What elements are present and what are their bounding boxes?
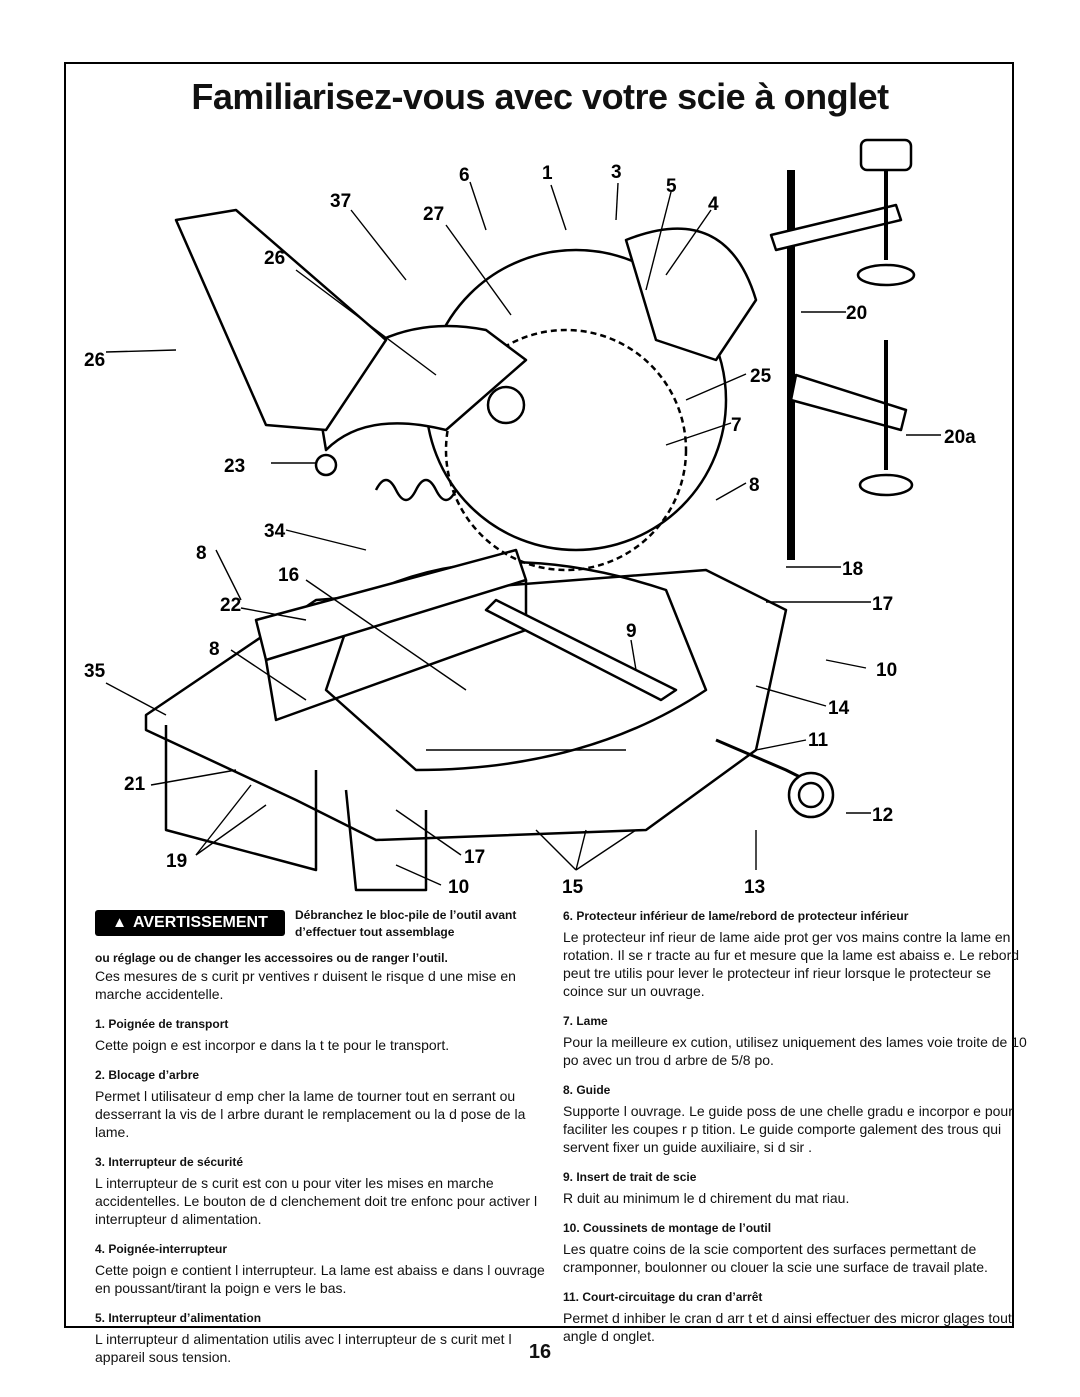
warning-line1: Débranchez le bloc-pile de l’outil avant… xyxy=(295,908,517,939)
callout-23: 23 xyxy=(224,456,245,477)
callout-20a: 20a xyxy=(944,427,976,448)
callout-14: 14 xyxy=(828,698,850,719)
item-2-heading: 2. Blocage d’arbre xyxy=(95,1068,200,1082)
warning-block: ▲ AVERTISSEMENT Débranchez le bloc-pile … xyxy=(95,907,557,947)
callout-37: 37 xyxy=(330,191,351,212)
callout-labels: 6 1 3 5 37 27 4 26 26 20 25 7 20a 23 8 3… xyxy=(84,162,976,898)
callout-22: 22 xyxy=(220,595,241,616)
callout-19: 19 xyxy=(166,851,187,872)
page-title: Familiarisez-vous avec votre scie à ongl… xyxy=(191,76,889,117)
callout-16: 16 xyxy=(278,565,299,586)
item-7-text: Pour la meilleure ex cution, utilisez un… xyxy=(563,1034,1027,1068)
callout-5: 5 xyxy=(666,176,677,197)
item-2-text: Permet l utilisateur d emp cher la lame … xyxy=(95,1088,526,1140)
switch-handle xyxy=(624,227,758,362)
item-6-text: Le protecteur inf rieur de lame aide pro… xyxy=(563,929,1020,999)
callout-7: 7 xyxy=(731,415,742,436)
callout-8a: 8 xyxy=(749,475,760,496)
saw-base xyxy=(144,568,788,842)
item-8-text: Supporte l ouvrage. Le guide poss de une… xyxy=(563,1103,1013,1155)
item-1-text: Cette poign e est incorpor e dans la t t… xyxy=(95,1037,450,1053)
left-column: ▲ AVERTISSEMENT Débranchez le bloc-pile … xyxy=(95,907,557,1366)
callout-10b: 10 xyxy=(448,877,469,898)
callout-13: 13 xyxy=(744,877,765,898)
item-5-text: L interrupteur d alimentation utilis ave… xyxy=(95,1331,512,1365)
clamp-lever xyxy=(789,373,908,432)
warning-badge-label: AVERTISSEMENT xyxy=(133,914,268,931)
callout-26b: 26 xyxy=(84,350,105,371)
callout-21: 21 xyxy=(124,774,146,795)
item-11-heading: 11. Court-circuitage du cran d’arrêt xyxy=(563,1290,763,1304)
item-1-heading: 1. Poignée de transport xyxy=(95,1017,229,1031)
callout-12: 12 xyxy=(872,805,893,826)
callout-9: 9 xyxy=(626,621,637,642)
callout-8c: 8 xyxy=(209,639,220,660)
callout-17b: 17 xyxy=(464,847,485,868)
callout-34: 34 xyxy=(264,521,286,542)
item-9-heading: 9. Insert de trait de scie xyxy=(563,1170,697,1184)
clamp-arm xyxy=(769,203,903,252)
callout-27: 27 xyxy=(423,204,444,225)
blade xyxy=(444,328,688,572)
kerf-insert xyxy=(484,598,678,702)
callout-26a: 26 xyxy=(264,248,285,269)
callout-17a: 17 xyxy=(872,594,893,615)
item-10-heading: 10. Coussinets de montage de l’outil xyxy=(563,1221,772,1235)
page-number: 16 xyxy=(528,1341,552,1363)
callout-1: 1 xyxy=(542,163,553,184)
callout-20: 20 xyxy=(846,303,867,324)
dust-bag xyxy=(174,208,388,432)
warning-line2: ou réglage ou de changer les accessoires… xyxy=(95,951,448,965)
warning-triangle-icon: ▲ xyxy=(112,914,128,931)
callout-15: 15 xyxy=(562,877,584,898)
callout-11: 11 xyxy=(808,730,829,751)
callout-10a: 10 xyxy=(876,660,897,681)
callout-25: 25 xyxy=(750,366,772,387)
right-column: 6. Protecteur inférieur de lame/rebord d… xyxy=(563,907,1035,1345)
callout-35: 35 xyxy=(84,661,106,682)
callout-18: 18 xyxy=(842,559,863,580)
pivot-spring xyxy=(374,478,458,502)
callout-3: 3 xyxy=(611,162,622,183)
warning-badge: ▲ AVERTISSEMENT xyxy=(95,910,285,936)
item-10-text: Les quatre coins de la scie comportent d… xyxy=(563,1241,988,1275)
item-3-text: L interrupteur de s curit est con u pour… xyxy=(95,1175,538,1227)
item-11-text: Permet d inhiber le cran d arr t et d ai… xyxy=(563,1310,1012,1344)
item-8-heading: 8. Guide xyxy=(563,1083,611,1097)
item-9-text: R duit au minimum le d chirement du mat … xyxy=(563,1190,850,1206)
miter-saw-diagram: 6 1 3 5 37 27 4 26 26 20 25 7 20a 23 8 3… xyxy=(84,138,976,898)
item-4-heading: 4. Poignée-interrupteur xyxy=(95,1242,228,1256)
item-3-heading: 3. Interrupteur de sécurité xyxy=(95,1155,244,1169)
item-6-heading: 6. Protecteur inférieur de lame/rebord d… xyxy=(563,909,909,923)
callout-4: 4 xyxy=(708,194,719,215)
page-frame xyxy=(64,62,1014,1328)
item-7-heading: 7. Lame xyxy=(563,1014,608,1028)
callout-6: 6 xyxy=(459,165,470,186)
item-4-text: Cette poign e contient l interrupteur. L… xyxy=(95,1262,545,1296)
warning-text: Ces mesures de s curit pr ventives r dui… xyxy=(95,968,516,1002)
item-5-heading: 5. Interrupteur d’alimentation xyxy=(95,1311,262,1325)
callout-8b: 8 xyxy=(196,543,207,564)
